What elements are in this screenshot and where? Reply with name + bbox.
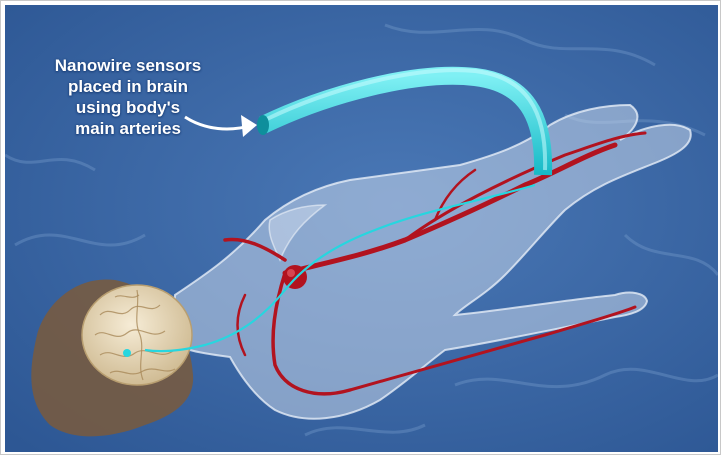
medical-illustration: Nanowire sensors placed in brain using b… [5, 5, 718, 452]
caption-line-1: Nanowire sensors [23, 55, 233, 76]
caption-line-2: placed in brain [23, 76, 233, 97]
heart [283, 265, 307, 289]
brain [82, 285, 192, 385]
heart-highlight [287, 269, 295, 277]
caption-line-3: using body's [23, 97, 233, 118]
caption: Nanowire sensors placed in brain using b… [23, 55, 233, 139]
sensor-point [123, 349, 131, 357]
caption-line-4: main arteries [23, 118, 233, 139]
catheter-opening [257, 115, 269, 135]
